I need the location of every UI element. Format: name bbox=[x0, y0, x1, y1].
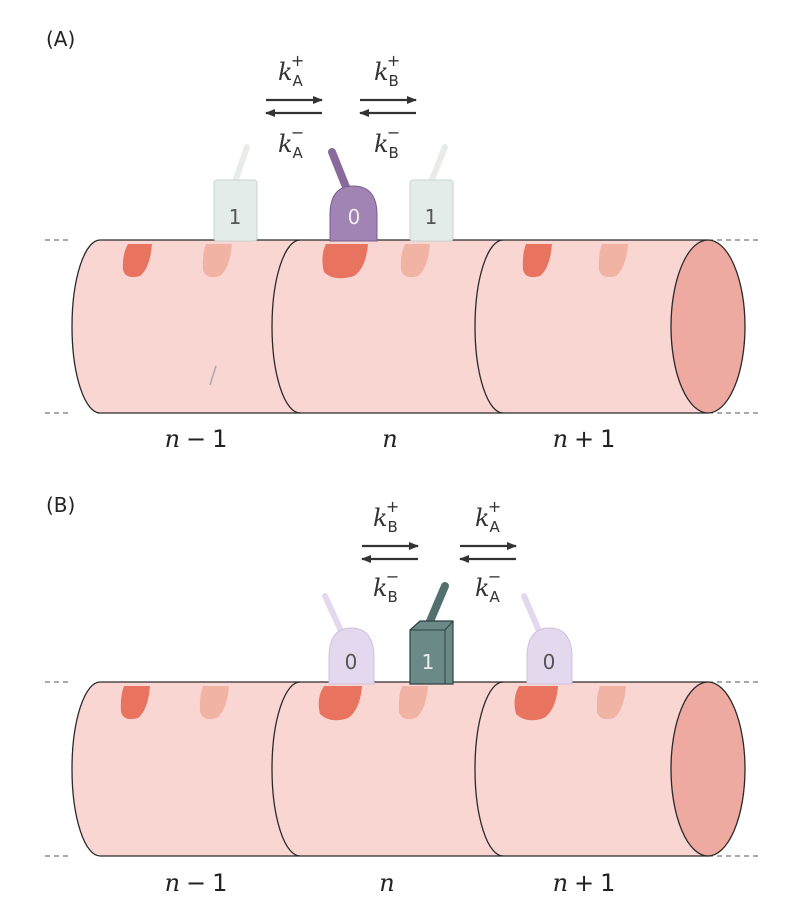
subunit-center: 1 bbox=[409, 582, 454, 685]
filament-end-face bbox=[670, 681, 746, 857]
binding-site-a bbox=[514, 686, 558, 721]
subunit-state-label: 1 bbox=[229, 205, 242, 229]
segment-label-left: n−1 bbox=[165, 425, 228, 453]
binding-site-a bbox=[522, 244, 552, 278]
binding-site-b bbox=[398, 686, 428, 720]
rate-forward: kB+ bbox=[373, 497, 399, 536]
panel-b-filament bbox=[71, 681, 746, 857]
panel-a-label: (A) bbox=[46, 27, 75, 51]
subunit-left: 1 bbox=[213, 144, 258, 242]
binding-site-b bbox=[598, 244, 628, 278]
rate-reverse: kB− bbox=[374, 123, 400, 162]
subunit-center: 0 bbox=[328, 148, 378, 242]
filament-body bbox=[71, 239, 709, 414]
binding-site-a bbox=[122, 244, 152, 278]
subunit-state-label: 0 bbox=[348, 205, 361, 229]
segment-boundary bbox=[474, 681, 504, 857]
subunit-left: 0 bbox=[322, 593, 375, 685]
rate-forward: kA+ bbox=[278, 51, 304, 90]
binding-site-a bbox=[322, 244, 368, 279]
panel-b: (B) 0 bbox=[45, 493, 760, 897]
rate-reverse: kB− bbox=[373, 567, 399, 606]
panel-a-filament bbox=[71, 239, 746, 414]
binding-site-b bbox=[202, 244, 232, 278]
segment-label-center: n bbox=[382, 425, 397, 453]
subunit-state-label: 0 bbox=[543, 650, 556, 674]
binding-site-b bbox=[596, 686, 626, 720]
segment-boundary bbox=[271, 681, 301, 857]
panel-a-guide-lines bbox=[45, 239, 760, 414]
binding-site-b bbox=[400, 244, 430, 278]
panel-b-guide-lines bbox=[45, 681, 760, 857]
subunit-right: 1 bbox=[409, 144, 454, 242]
rate-reverse: kA− bbox=[475, 567, 501, 606]
rate-pair-left: kB+ kB− bbox=[361, 497, 419, 606]
segment-boundary bbox=[271, 239, 301, 414]
subunit-state-label: 1 bbox=[422, 650, 435, 674]
subunit-state-label: 0 bbox=[345, 650, 358, 674]
binding-site-a bbox=[120, 686, 150, 720]
filament-body bbox=[71, 681, 709, 857]
panel-b-label: (B) bbox=[46, 493, 75, 517]
segment-boundary bbox=[474, 239, 504, 414]
segment-label-right: n+1 bbox=[553, 869, 616, 897]
segment-label-left: n−1 bbox=[165, 869, 228, 897]
rate-forward: kB+ bbox=[374, 51, 400, 90]
rate-reverse: kA− bbox=[278, 123, 304, 162]
filament-end-face bbox=[670, 239, 746, 414]
subunit-state-label: 1 bbox=[425, 205, 438, 229]
segment-label-right: n+1 bbox=[553, 425, 616, 453]
binding-site-a bbox=[318, 686, 362, 721]
rate-pair-right: kB+ kB− bbox=[359, 51, 417, 162]
subunit-right: 0 bbox=[521, 593, 573, 685]
rate-forward: kA+ bbox=[475, 497, 501, 536]
stray-mark bbox=[209, 365, 217, 386]
panel-a: (A) 1 bbox=[45, 27, 760, 453]
rate-pair-right: kA+ kA− bbox=[459, 497, 517, 606]
binding-site-b bbox=[199, 686, 229, 720]
rate-pair-left: kA+ kA− bbox=[265, 51, 323, 162]
segment-label-center: n bbox=[379, 869, 394, 897]
